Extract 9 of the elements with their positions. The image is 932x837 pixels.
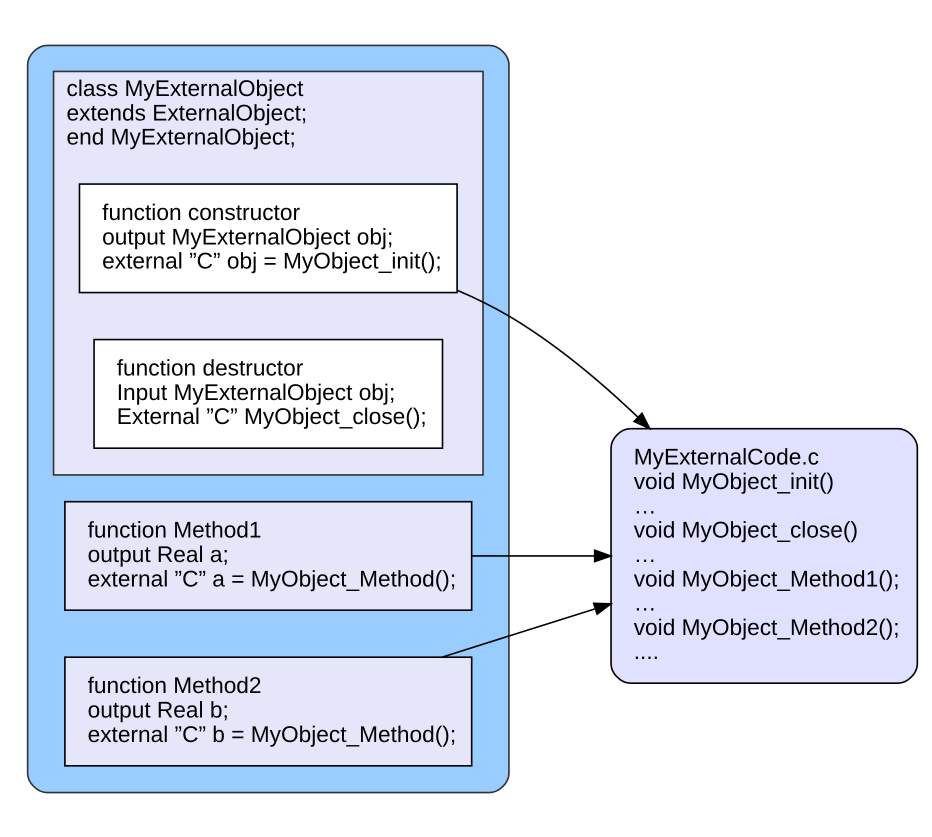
node-box: function destructor Input MyExternalObject obj; External ”C” MyObject_close(); xyxy=(93,338,444,448)
node-box: function Method2 output Real b; external ”C” b = MyObject_Method(); xyxy=(64,656,472,766)
node-box: MyExternalCode.c void MyObject_init() … void MyObject_close() … void MyObject_Method1(); … void MyObject_Method2(); .... xyxy=(610,427,918,684)
cluster xyxy=(26,44,510,793)
arrow xyxy=(472,548,614,562)
arrow xyxy=(457,289,652,430)
arrow xyxy=(442,602,614,658)
node-box: function constructor output MyExternalObject obj; external ”C” obj = MyObject_init(); xyxy=(78,182,458,293)
node-box: function Method1 output Real a; external ”C” a = MyObject_Method(); xyxy=(64,500,472,611)
